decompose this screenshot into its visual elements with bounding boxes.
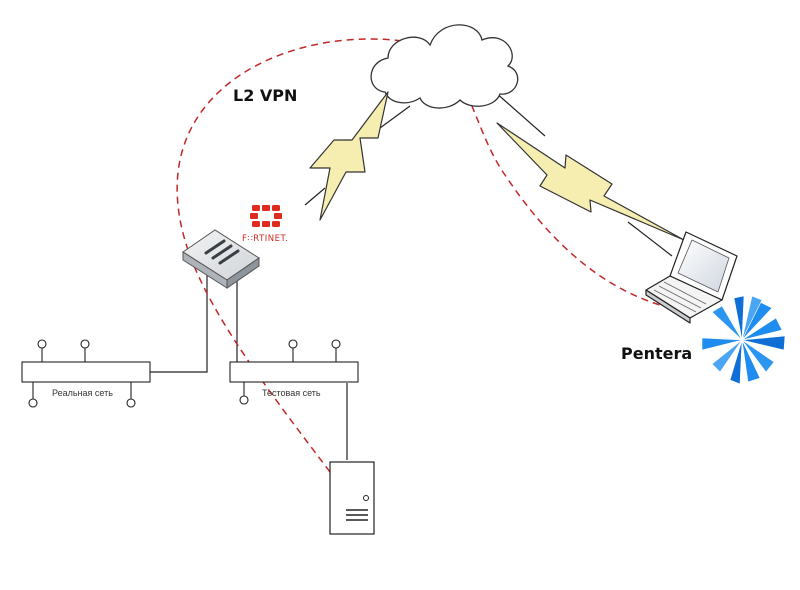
- network-switch-icon: [229, 339, 359, 405]
- cloud-icon: [370, 24, 519, 109]
- test-network-label: Тестовая сеть: [262, 388, 321, 398]
- lightning-bolt-left: [309, 91, 389, 221]
- vpn-label: L2 VPN: [233, 86, 297, 105]
- server-icon: [329, 461, 375, 535]
- vpn-tunnel-path: [176, 38, 661, 473]
- real-network-switch: [21, 361, 151, 383]
- firewall-appliance-icon: [182, 229, 260, 289]
- connection-lines: [150, 91, 673, 460]
- real-network-label: Реальная сеть: [52, 388, 113, 398]
- link-cloud-laptop-upper: [494, 91, 546, 137]
- lightning-bolt-right: [496, 122, 685, 241]
- test-network-switch: [229, 361, 359, 383]
- pentera-label: Pentera: [621, 344, 692, 363]
- link-firewall-real-switch: [150, 270, 208, 373]
- laptop-icon: [645, 231, 738, 324]
- lightning-icon: [309, 91, 685, 241]
- link-cloud-laptop-lower: [627, 221, 673, 257]
- fortinet-logo-icon: [250, 205, 282, 227]
- network-switch-icon: [21, 339, 151, 408]
- link-cloud-firewall-upper: [379, 105, 411, 129]
- fortinet-logo-text: F∷RTINET.: [242, 234, 288, 244]
- pentera-logo-icon: [701, 295, 786, 385]
- link-cloud-firewall-lower: [304, 187, 326, 206]
